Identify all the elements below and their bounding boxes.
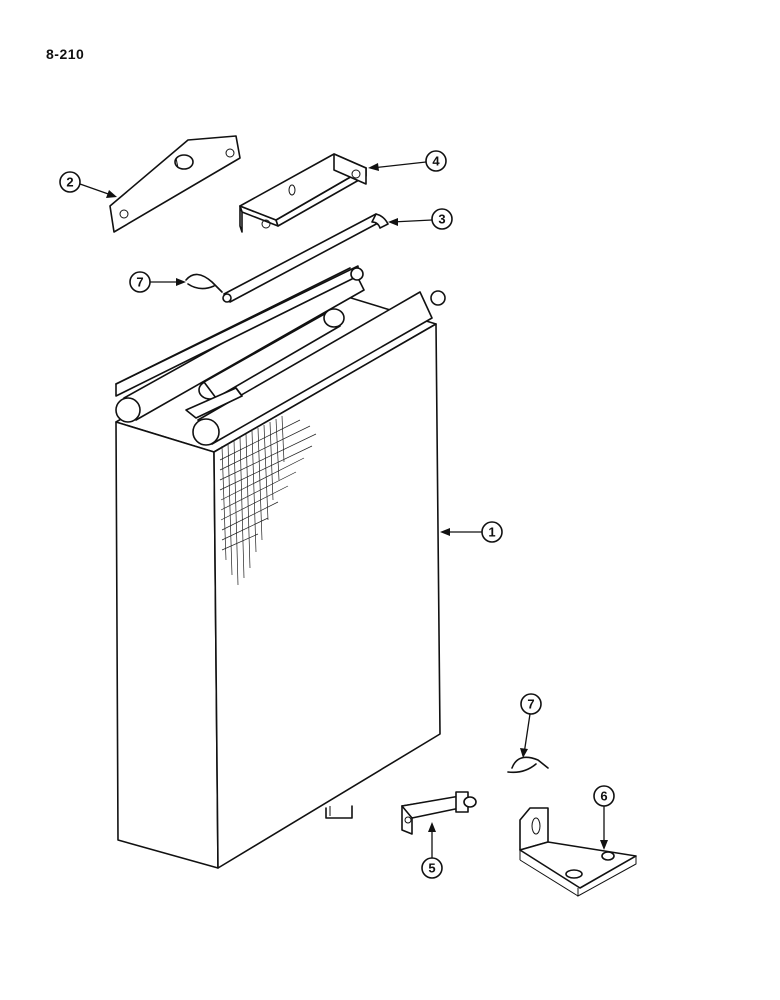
callout-2: 2	[59, 171, 117, 198]
svg-text:7: 7	[527, 697, 534, 712]
core-mesh	[219, 415, 317, 586]
callout-4: 4	[368, 150, 447, 172]
part-7-hair-pin-clip-top	[185, 273, 223, 293]
callout-6: 6	[593, 785, 615, 850]
part-2-bracket-plate	[109, 135, 241, 233]
svg-text:5: 5	[428, 861, 435, 876]
svg-text:7: 7	[136, 275, 143, 290]
part-4-u-bracket	[239, 153, 367, 233]
page-number: 8-210	[46, 46, 85, 62]
callout-5: 5	[421, 822, 443, 879]
svg-text:4: 4	[432, 154, 440, 169]
part-6-angle-bracket	[519, 807, 637, 897]
part-7-hair-pin-clip-bottom	[507, 756, 549, 774]
callout-7-top: 7	[129, 271, 186, 293]
callout-7-bottom: 7	[520, 693, 542, 758]
svg-text:1: 1	[488, 525, 495, 540]
svg-text:2: 2	[66, 175, 73, 190]
callout-1: 1	[440, 521, 503, 543]
mounting-rails	[115, 265, 446, 446]
callout-3: 3	[388, 208, 453, 230]
svg-text:6: 6	[600, 789, 607, 804]
part-5-l-bracket	[401, 791, 477, 835]
part-3-rod	[222, 213, 389, 303]
svg-text:3: 3	[438, 212, 445, 227]
